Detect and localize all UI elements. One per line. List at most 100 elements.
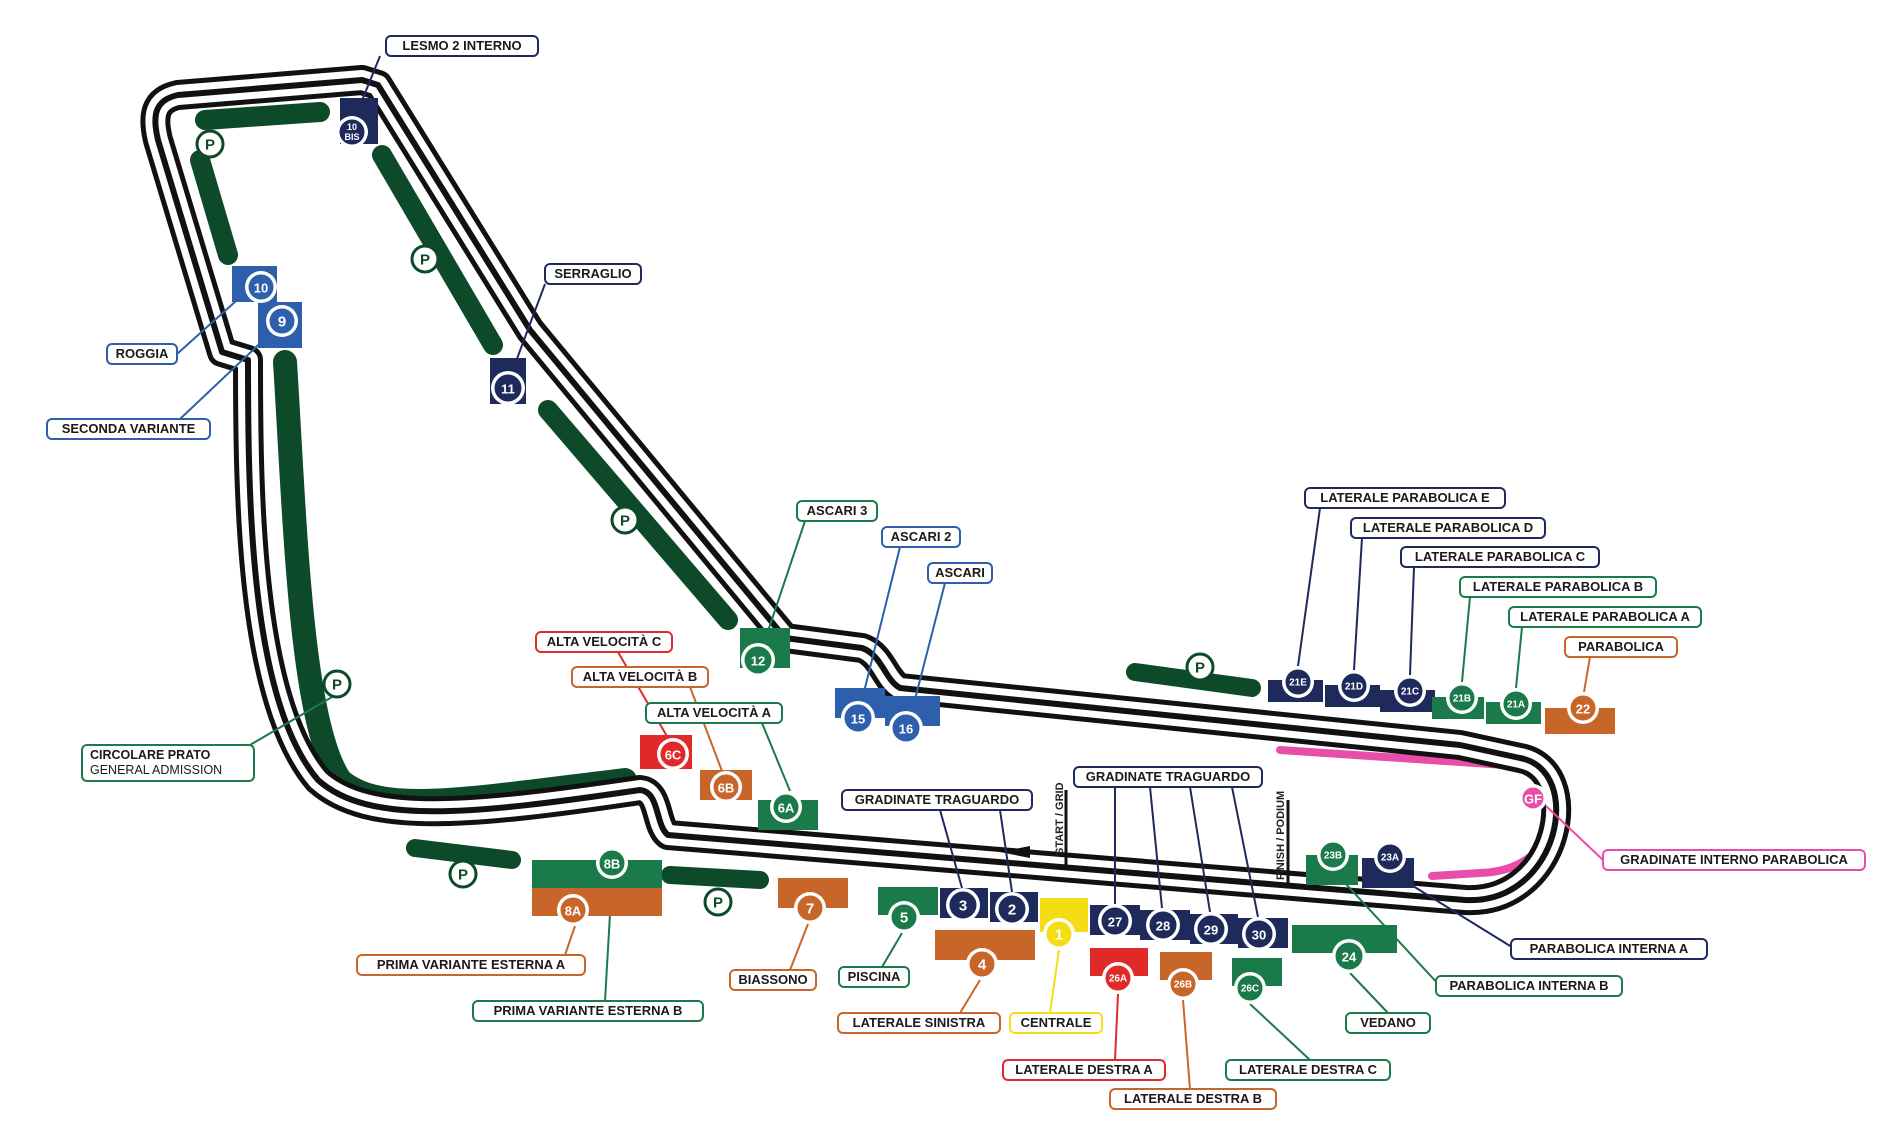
label-latdesC[interactable]: LATERALE DESTRA C	[1225, 1059, 1391, 1081]
label-parintB[interactable]: PARABOLICA INTERNA B	[1435, 975, 1623, 997]
grandstand-marker-21d[interactable]: 21D	[1338, 670, 1370, 702]
label-altaa[interactable]: ALTA VELOCITÀ A	[645, 702, 783, 724]
label-seconda[interactable]: SECONDA VARIANTE	[46, 418, 211, 440]
parking-icon: P	[448, 859, 478, 889]
svg-text:LESMO 2 INTERNO: LESMO 2 INTERNO	[402, 38, 521, 53]
grandstand-marker-2[interactable]: 2	[995, 892, 1029, 926]
leader-line	[249, 696, 333, 746]
svg-text:5: 5	[900, 910, 908, 927]
svg-text:LATERALE PARABOLICA B: LATERALE PARABOLICA B	[1473, 579, 1643, 594]
leader-line	[1515, 626, 1523, 689]
leader-line	[1231, 786, 1259, 918]
grandstand-marker-24[interactable]: 24	[1332, 939, 1366, 973]
label-latparE[interactable]: LATERALE PARABOLICA E	[1304, 487, 1506, 509]
grandstand-marker-1[interactable]: 1	[1043, 918, 1075, 950]
svg-text:BIASSONO: BIASSONO	[738, 972, 807, 987]
grandstand-marker-6a[interactable]: 6A	[770, 791, 802, 823]
label-gradL[interactable]: GRADINATE TRAGUARDO	[841, 789, 1033, 811]
label-ascari2[interactable]: ASCARI 2	[881, 526, 961, 548]
grandstand-marker-28[interactable]: 28	[1146, 908, 1180, 942]
label-latdesA[interactable]: LATERALE DESTRA A	[1002, 1059, 1166, 1081]
label-piscina[interactable]: PISCINA	[838, 966, 910, 988]
grandstand-marker-15[interactable]: 15	[841, 701, 875, 735]
leader-line	[179, 331, 273, 420]
grandstand-marker-27[interactable]: 27	[1098, 904, 1132, 938]
label-biassono[interactable]: BIASSONO	[729, 969, 817, 991]
label-latsin[interactable]: LATERALE SINISTRA	[837, 1012, 1001, 1034]
leader-line	[763, 520, 806, 644]
grandstand-marker-16[interactable]: 16	[889, 711, 923, 745]
svg-text:16: 16	[899, 722, 913, 737]
grandstand-marker-21a[interactable]: 21A	[1500, 688, 1532, 720]
grandstand-marker-21e[interactable]: 21E	[1282, 666, 1314, 698]
grandstand-labels: LESMO 2 INTERNO SERRAGLIO ROGGIA SECONDA VA…	[46, 35, 1866, 1110]
grandstand-marker-12[interactable]: 12	[741, 643, 775, 677]
svg-text:LATERALE DESTRA C: LATERALE DESTRA C	[1239, 1062, 1378, 1077]
grandstand-marker-29[interactable]: 29	[1194, 912, 1228, 946]
grandstand-marker-22[interactable]: 22	[1567, 692, 1599, 724]
label-parabolica[interactable]: PARABOLICA	[1564, 636, 1678, 658]
label-gradR[interactable]: GRADINATE TRAGUARDO	[1073, 766, 1263, 788]
grandstand-marker-6b[interactable]: 6B	[710, 771, 742, 803]
svg-text:P: P	[332, 677, 342, 694]
svg-text:11: 11	[501, 382, 515, 397]
grandstand-marker-10[interactable]: 10	[245, 271, 277, 303]
svg-text:GF: GF	[1524, 792, 1542, 807]
grandstand-marker-21c[interactable]: 21C	[1394, 675, 1426, 707]
grandstand-marker-26b[interactable]: 26B	[1167, 968, 1199, 1000]
grandstand-marker-8a[interactable]: 8A	[557, 894, 589, 926]
label-roggia[interactable]: ROGGIA	[106, 343, 178, 365]
grandstand-marker-7[interactable]: 7	[794, 892, 826, 924]
svg-text:VEDANO: VEDANO	[1360, 1015, 1416, 1030]
grandstand-marker-11[interactable]: 11	[491, 371, 525, 405]
svg-text:PARABOLICA INTERNA A: PARABOLICA INTERNA A	[1530, 941, 1689, 956]
label-latparC[interactable]: LATERALE PARABOLICA C	[1400, 546, 1600, 568]
svg-text:15: 15	[851, 712, 865, 727]
label-altac[interactable]: ALTA VELOCITÀ C	[535, 631, 673, 653]
grandstand-marker-8b[interactable]: 8B	[596, 847, 628, 879]
label-primaB[interactable]: PRIMA VARIANTE ESTERNA B	[472, 1000, 704, 1022]
svg-text:24: 24	[1342, 950, 1357, 965]
svg-text:ASCARI 2: ASCARI 2	[891, 529, 952, 544]
grandstand-marker-4[interactable]: 4	[966, 948, 998, 980]
leader-line	[689, 686, 723, 772]
grandstand-marker-5[interactable]: 5	[888, 901, 920, 933]
grandstand-marker-6c[interactable]: 6C	[657, 738, 689, 770]
label-altab[interactable]: ALTA VELOCITÀ B	[571, 666, 709, 688]
label-centrale[interactable]: CENTRALE	[1009, 1012, 1103, 1034]
grandstand-marker-23a[interactable]: 23A	[1374, 841, 1406, 873]
leader-line	[1189, 786, 1211, 913]
grandstand-marker-21b[interactable]: 21B	[1446, 682, 1478, 714]
label-latparA[interactable]: LATERALE PARABOLICA A	[1508, 606, 1702, 628]
grandstand-marker-9[interactable]: 9	[266, 305, 298, 337]
grandstand-marker-gf[interactable]: GF	[1519, 784, 1547, 812]
label-ascari[interactable]: ASCARI	[927, 562, 993, 584]
label-ascari3[interactable]: ASCARI 3	[796, 500, 878, 522]
start-grid-text: START / GRID	[1054, 782, 1066, 855]
grandstand-marker-26a[interactable]: 26A	[1102, 962, 1134, 994]
leader-line	[1182, 999, 1191, 1090]
svg-text:ASCARI: ASCARI	[935, 565, 985, 580]
svg-text:22: 22	[1576, 702, 1590, 717]
svg-text:PRIMA VARIANTE ESTERNA B: PRIMA VARIANTE ESTERNA B	[494, 1003, 683, 1018]
label-latparB[interactable]: LATERALE PARABOLICA B	[1459, 576, 1657, 598]
svg-text:P: P	[205, 137, 215, 154]
svg-text:23A: 23A	[1381, 853, 1399, 864]
leader-line	[959, 979, 981, 1014]
label-parintA[interactable]: PARABOLICA INTERNA A	[1510, 938, 1708, 960]
label-latdesB[interactable]: LATERALE DESTRA B	[1109, 1088, 1277, 1110]
svg-text:P: P	[713, 895, 723, 912]
grandstand-marker-26c[interactable]: 26C	[1234, 972, 1266, 1004]
label-primaA[interactable]: PRIMA VARIANTE ESTERNA A	[356, 954, 586, 976]
grandstand-marker-23b[interactable]: 23B	[1317, 839, 1349, 871]
label-gradint[interactable]: GRADINATE INTERNO PARABOLICA	[1602, 849, 1866, 871]
grandstand-marker-3[interactable]: 3	[946, 888, 980, 922]
label-serraglio[interactable]: SERRAGLIO	[544, 263, 642, 285]
grandstand-marker-30[interactable]: 30	[1242, 917, 1276, 951]
svg-text:23B: 23B	[1324, 851, 1342, 862]
label-vedano[interactable]: VEDANO	[1345, 1012, 1431, 1034]
label-latparD[interactable]: LATERALE PARABOLICA D	[1350, 517, 1546, 539]
label-lesmo[interactable]: LESMO 2 INTERNO	[385, 35, 539, 57]
